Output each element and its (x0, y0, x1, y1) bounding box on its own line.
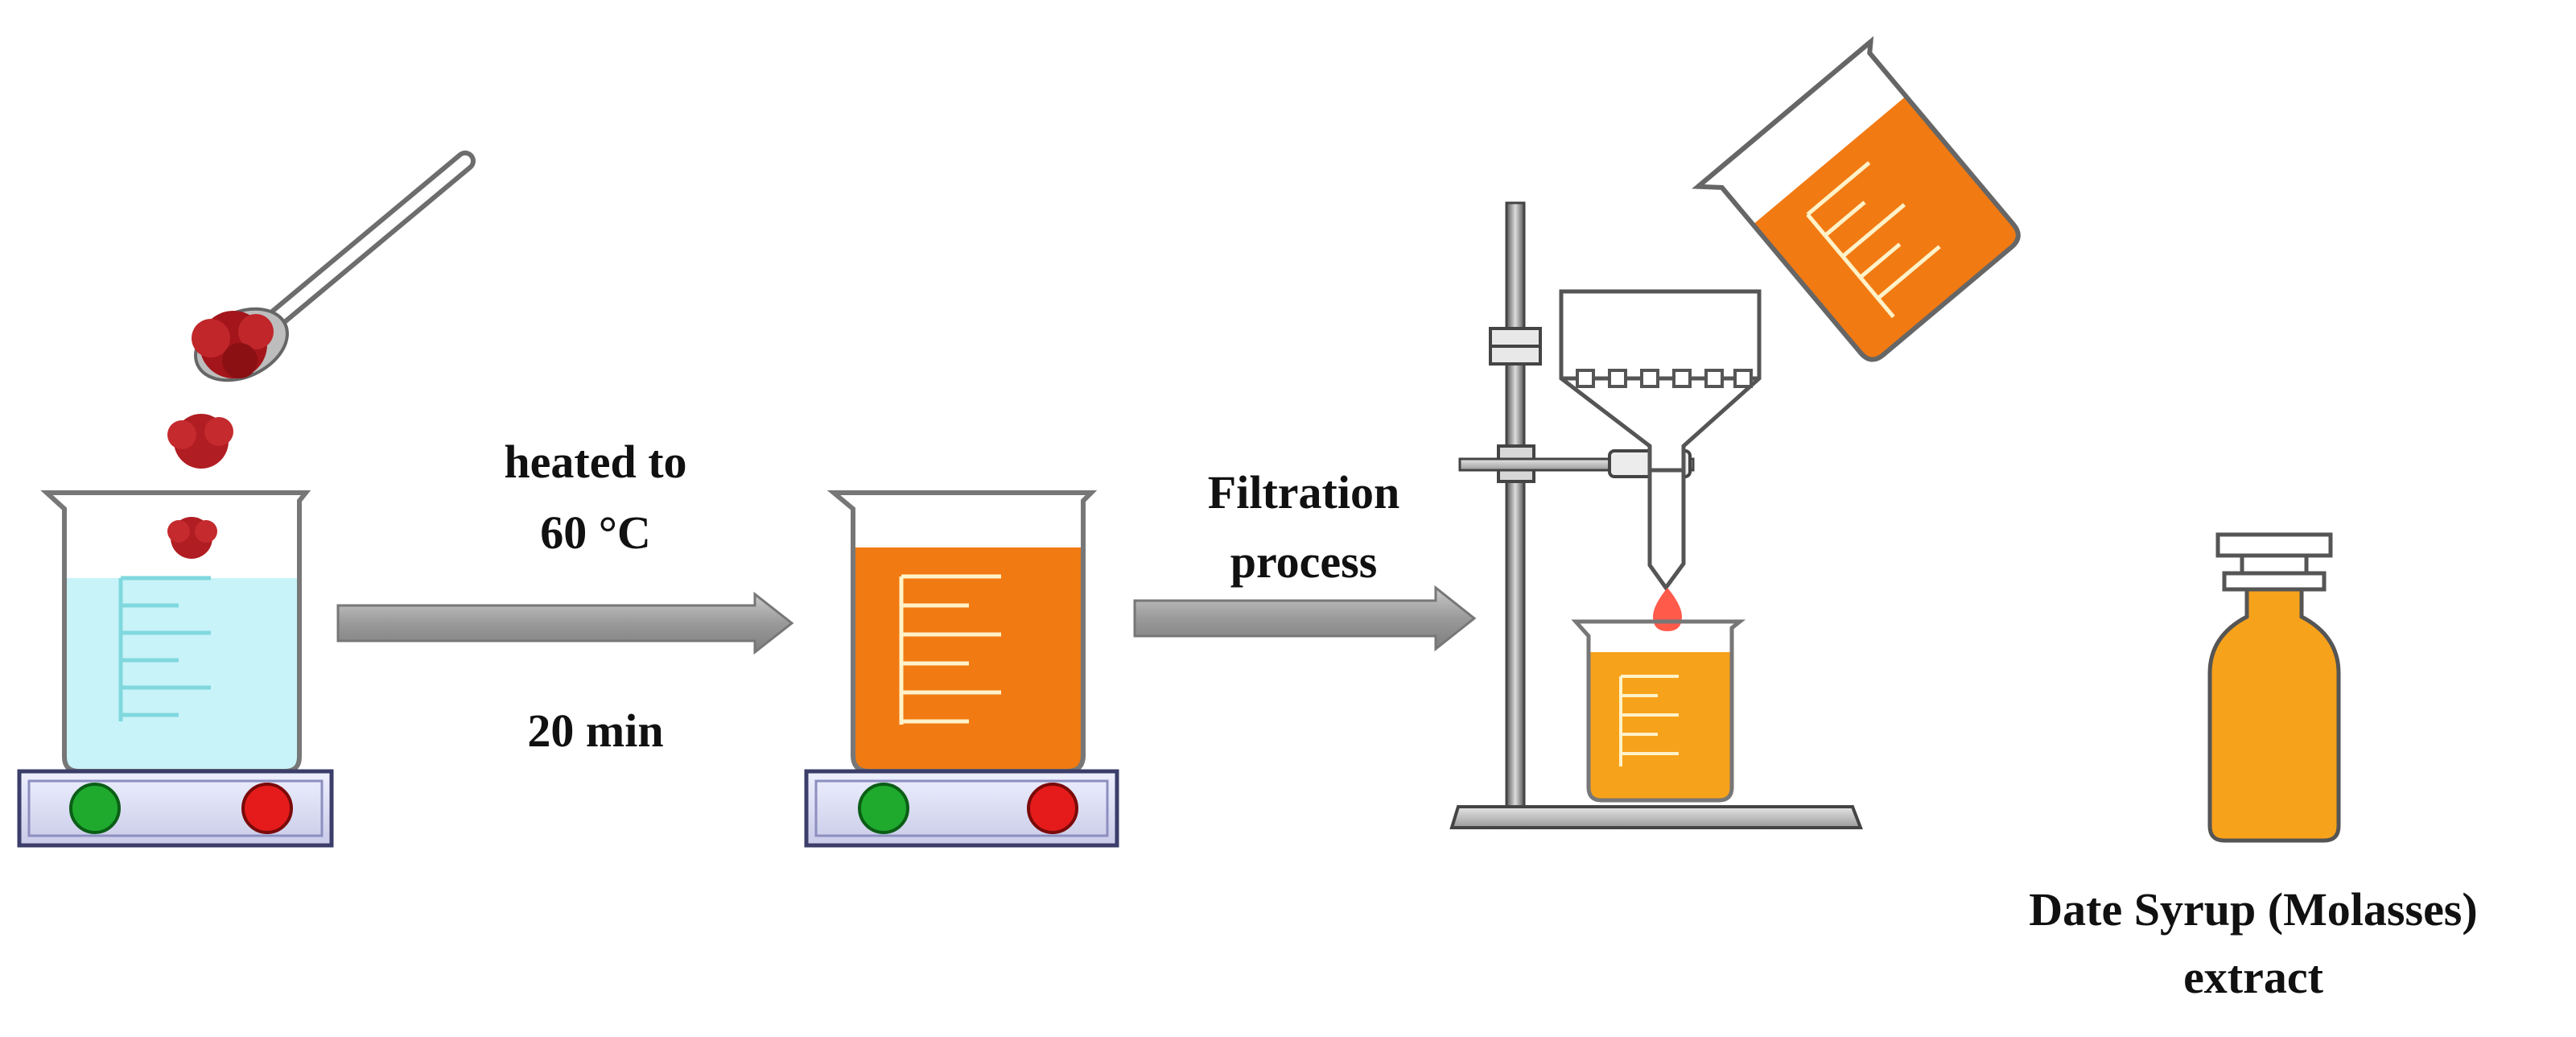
beaker-syrup (826, 490, 1098, 774)
stage-2-heated (804, 490, 1119, 848)
receiving-beaker (1571, 619, 1746, 803)
syrup-bottle (2207, 532, 2341, 843)
stand-base (1449, 805, 1863, 829)
arrow-2-icon (1133, 585, 1477, 652)
green-knob-icon (858, 783, 909, 834)
heating-temperature-label: 60 °C (540, 506, 651, 559)
stand-rod (1505, 201, 1526, 810)
red-knob-icon (1027, 783, 1078, 834)
hot-plate-2 (804, 769, 1119, 848)
heating-duration-label: 20 min (527, 704, 664, 757)
stage-1-mixing (17, 151, 476, 848)
stage-3-filtration (1449, 35, 2021, 829)
heating-label-line1: heated to (504, 436, 687, 488)
droplet-icon (1653, 588, 1682, 631)
arrow-1-icon (336, 591, 794, 655)
filtration-label-line2: process (1230, 535, 1378, 588)
pouring-beaker (1692, 35, 2021, 362)
red-knob-icon (241, 783, 293, 834)
filter-funnel (1559, 289, 1762, 592)
product-label-line1: Date Syrup (Molasses) (2029, 883, 2478, 936)
upper-clamp (1489, 327, 1542, 366)
green-knob-icon (69, 783, 121, 834)
filtration-label-line1: Filtration (1207, 466, 1400, 518)
hot-plate-1 (17, 769, 334, 848)
product-label-line2: extract (2183, 951, 2323, 1003)
